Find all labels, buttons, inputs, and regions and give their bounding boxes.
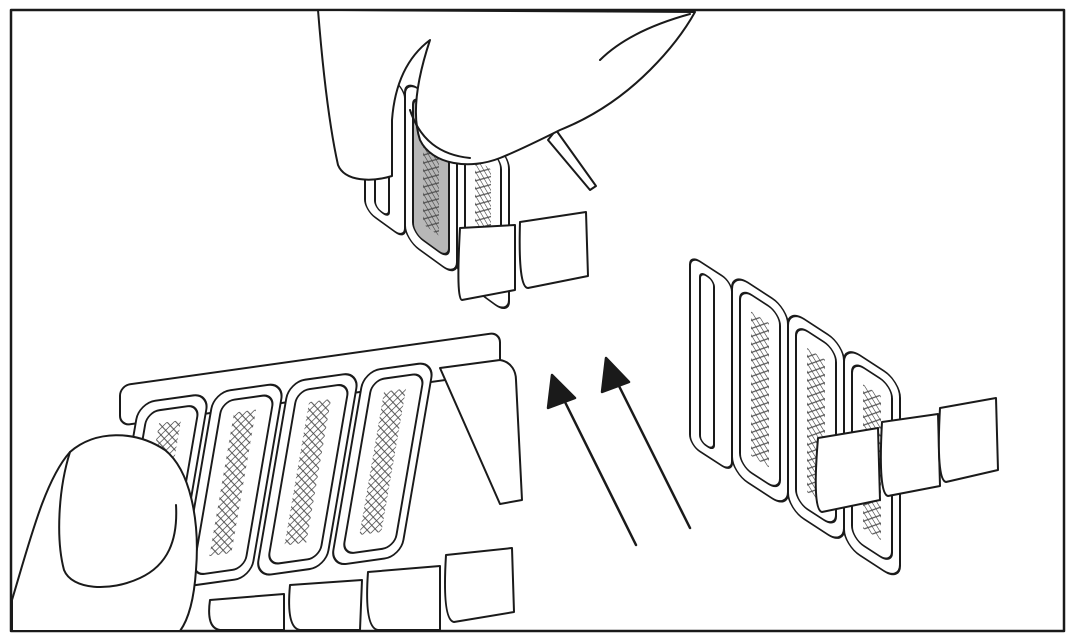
left-block-front-2	[366, 565, 441, 631]
top-block-front-1	[457, 224, 516, 301]
left-block-front-3	[444, 547, 515, 623]
thumb-icon	[317, 9, 696, 181]
right-block-front-2	[879, 413, 941, 497]
right-block-side-rail	[689, 258, 733, 469]
right-block-front-1	[814, 427, 881, 513]
fingernail	[58, 451, 178, 588]
finger-icon	[11, 434, 198, 632]
left-block-front-4	[208, 593, 285, 631]
left-block-end-tab	[439, 359, 523, 505]
arrow-up-icon	[616, 382, 692, 530]
arrow-up-icon	[562, 398, 638, 547]
left-block-front-1	[288, 579, 363, 631]
right-cartridge-block	[689, 258, 999, 576]
direction-arrows	[546, 356, 692, 547]
right-block-front-3	[937, 397, 999, 483]
top-block-front-2	[518, 211, 589, 289]
